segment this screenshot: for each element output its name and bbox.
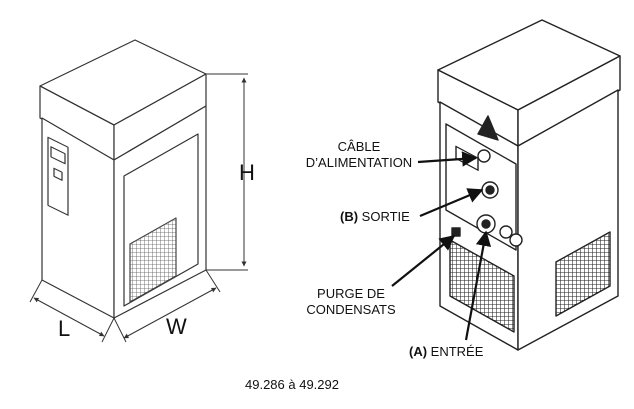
front-view-unit (39, 39, 207, 319)
arrow-power-cable (417, 151, 478, 167)
gauge-right (509, 233, 523, 247)
width-label: W (166, 314, 187, 339)
arrow-outlet (419, 188, 484, 218)
control-display (50, 146, 66, 165)
condensate-drain-port (451, 227, 461, 237)
rear-port (477, 149, 491, 163)
rear-view-unit (437, 19, 621, 351)
condensate-drain-callout: PURGE DE CONDENSATS (306, 286, 396, 317)
power-cable-callout: CÂBLE D’ALIMENTATION (305, 139, 413, 170)
front-unit-side-door (123, 133, 199, 307)
callout-arrows (391, 151, 492, 341)
rear-unit-cap-side (517, 55, 621, 147)
height-label: H (239, 160, 255, 185)
outlet-callout: (B) SORTIE (340, 209, 410, 224)
arrow-condensate-drain (391, 235, 456, 287)
model-range-caption: 49.286 à 49.292 (245, 377, 339, 392)
arrow-inlet (464, 230, 492, 341)
gauge-left (499, 225, 513, 239)
rear-vent-grill (449, 239, 515, 333)
front-unit-vent-grill (129, 217, 177, 303)
side-vent-grill (555, 231, 611, 317)
inlet-callout: (A) ENTRÉE (409, 344, 484, 359)
rear-connection-plate (445, 123, 517, 251)
warning-triangle-icon (477, 115, 499, 141)
dimension-lines (29, 73, 248, 343)
length-label: L (58, 316, 71, 341)
control-switch (53, 167, 63, 181)
